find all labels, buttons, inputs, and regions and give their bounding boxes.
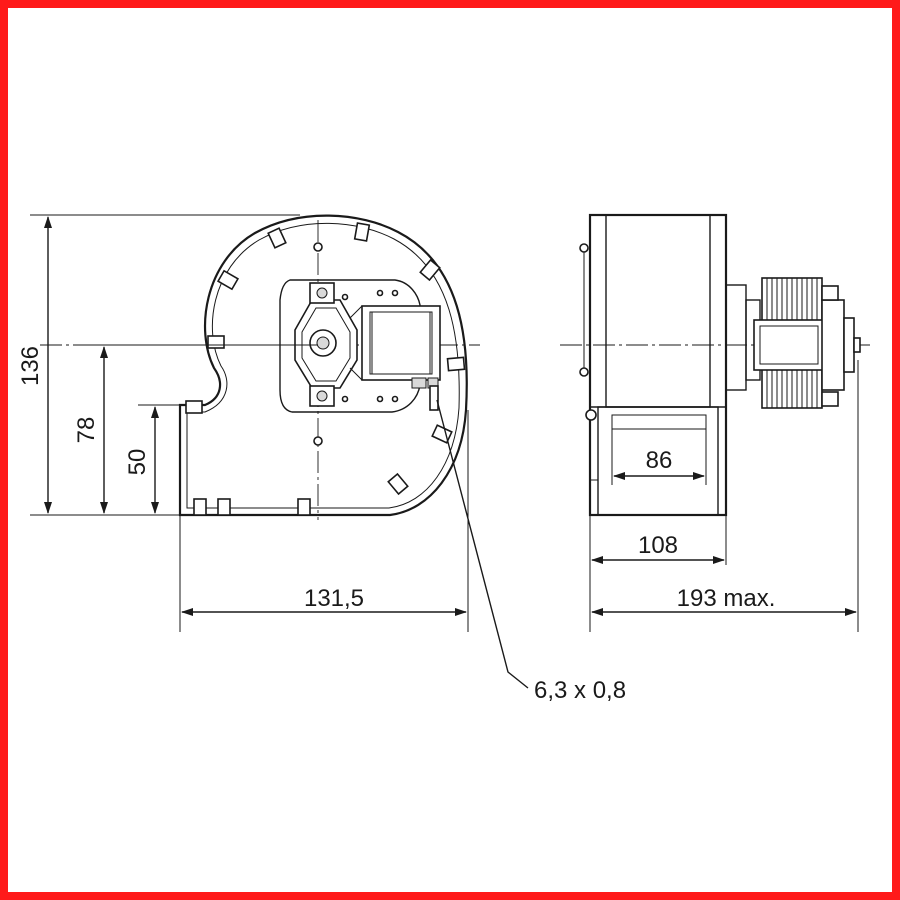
scroll-housing: [178, 214, 468, 517]
front-view: 6,3 x 0,8 136 78 50 131,5: [17, 214, 626, 704]
terminal-label: 6,3 x 0,8: [534, 677, 626, 704]
motor-bracket: [725, 284, 747, 391]
terminal: [411, 377, 427, 389]
dim-193-label: 193 max.: [677, 585, 776, 612]
dim-86-label: 86: [646, 447, 673, 474]
mount-hole-bottom: [313, 436, 323, 446]
shaft-end: [853, 337, 861, 353]
dim-136-label: 136: [17, 346, 44, 386]
motor-coil: [361, 305, 441, 381]
terminal-leader: [436, 399, 529, 689]
dim-78-label: 78: [73, 417, 100, 444]
mount-hole-top: [313, 242, 323, 252]
rim-tabs: [185, 222, 466, 516]
dim-131-5-label: 131,5: [304, 585, 364, 612]
dim-108-label: 108: [638, 532, 678, 559]
dim-50-label: 50: [124, 449, 151, 476]
side-view: 86 108 193 max.: [560, 213, 870, 632]
motor-plate: [279, 279, 421, 413]
outlet: [597, 406, 719, 516]
